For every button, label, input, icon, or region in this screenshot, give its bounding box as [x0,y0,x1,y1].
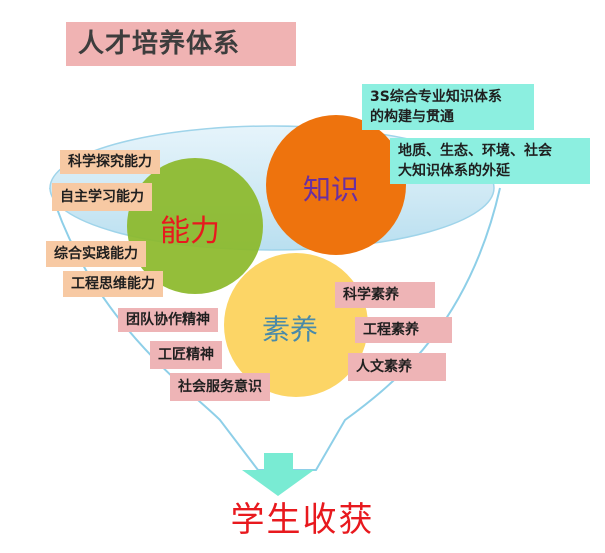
ability-label: 能力 [160,214,220,249]
ability-circle [127,158,263,294]
knowledge-label: 知识 [303,173,360,206]
ability-tag-engineering-thinking: 工程思维能力 [63,271,163,297]
literacy-tag-social-service: 社会服务意识 [170,373,270,401]
down-arrow-icon [242,453,314,496]
ability-tag-self-learning: 自主学习能力 [52,183,152,211]
ability-tag-scientific-inquiry: 科学探究能力 [60,150,160,174]
ability-tag-practice: 综合实践能力 [46,241,146,267]
knowledge-tag-3s-system: 3S综合专业知识体系 的构建与贯通 [362,84,534,130]
diagram-title: 人才培养体系 [66,22,296,66]
literacy-tag-craftsmanship: 工匠精神 [150,341,222,369]
result-label: 学生收获 [230,500,375,540]
literacy-label: 素养 [262,313,319,346]
knowledge-tag-extension: 地质、生态、环境、社会 大知识体系的外延 [390,138,590,184]
literacy-circle [224,253,368,397]
knowledge-circle [266,115,406,255]
literacy-tag-engineering: 工程素养 [355,317,452,343]
literacy-tag-humanities: 人文素养 [348,353,446,381]
literacy-tag-teamwork: 团队协作精神 [118,308,218,332]
literacy-tag-science: 科学素养 [335,282,435,308]
